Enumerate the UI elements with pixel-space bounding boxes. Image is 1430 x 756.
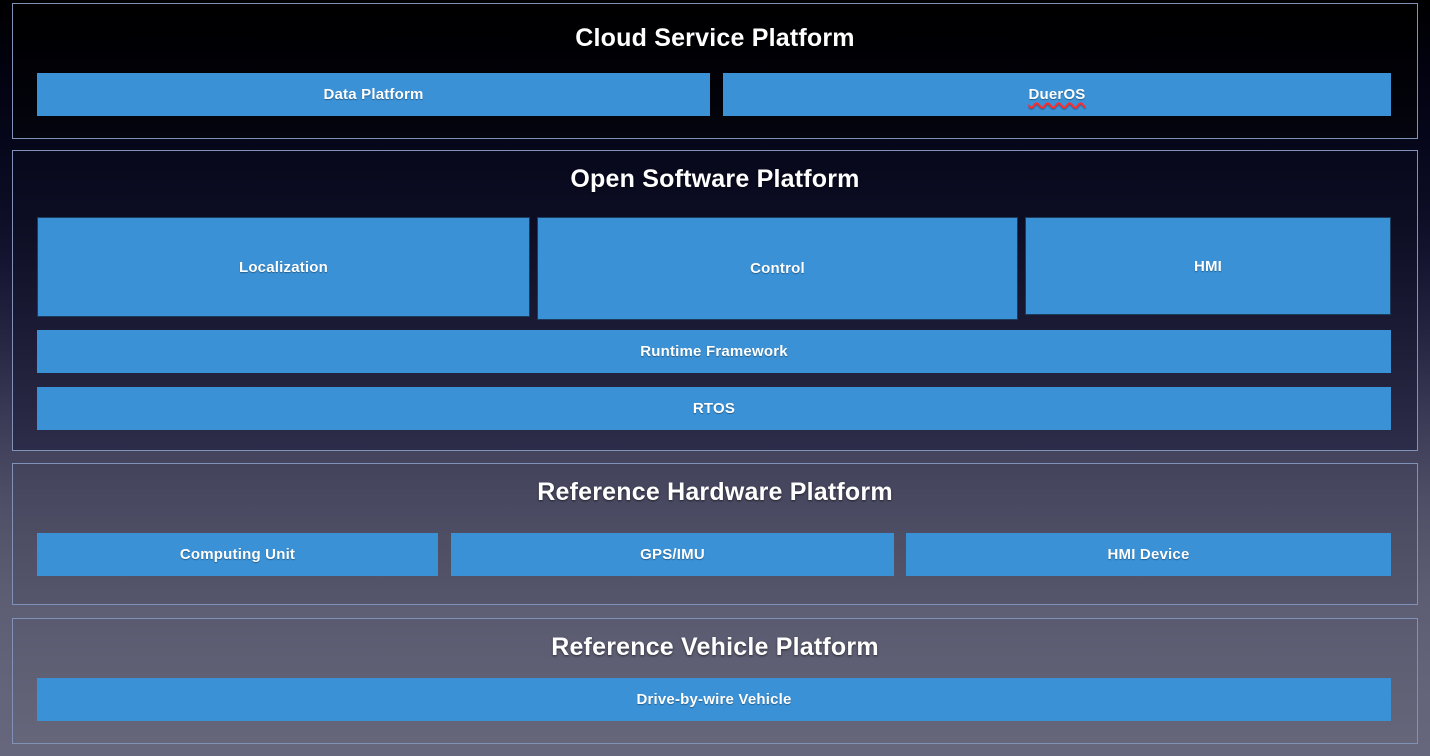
box-label-dueros: DuerOS [1028,86,1086,103]
box-computing-unit[interactable]: Computing Unit [37,533,438,576]
box-label-hmi-device: HMI Device [1107,546,1190,563]
box-data-platform[interactable]: Data Platform [37,73,710,116]
box-label-localization: Localization [238,258,329,276]
box-label-data-platform: Data Platform [323,86,424,103]
box-runtime-framework[interactable]: Runtime Framework [37,330,1391,373]
box-gps-imu[interactable]: GPS/IMU [451,533,894,576]
section-title-cloud-service-platform: Cloud Service Platform [575,24,855,52]
box-hmi[interactable]: HMI [1025,217,1391,315]
section-reference-hardware-platform: Reference Hardware Platform Computing Un… [12,463,1418,605]
box-label-runtime-framework: Runtime Framework [640,343,788,360]
box-drive-by-wire-vehicle[interactable]: Drive-by-wire Vehicle [37,678,1391,721]
box-localization[interactable]: Localization [37,217,530,317]
box-control[interactable]: Control [537,217,1018,320]
box-dueros[interactable]: DuerOS [723,73,1391,116]
section-title-reference-hardware-platform: Reference Hardware Platform [537,478,893,506]
section-cloud-service-platform: Cloud Service Platform Data Platform Due… [12,3,1418,139]
section-title-open-software-platform: Open Software Platform [570,165,860,193]
box-rtos[interactable]: RTOS [37,387,1391,430]
section-title-reference-vehicle-platform: Reference Vehicle Platform [551,633,879,661]
box-label-hmi: HMI [1193,257,1223,275]
section-open-software-platform: Open Software Platform Localization Cont… [12,150,1418,451]
box-label-control: Control [750,260,805,277]
box-hmi-device[interactable]: HMI Device [906,533,1391,576]
box-label-drive-by-wire-vehicle: Drive-by-wire Vehicle [636,691,792,708]
box-label-gps-imu: GPS/IMU [640,546,705,563]
box-label-computing-unit: Computing Unit [179,546,296,563]
section-reference-vehicle-platform: Reference Vehicle Platform Drive-by-wire… [12,618,1418,744]
box-label-rtos: RTOS [692,400,736,417]
